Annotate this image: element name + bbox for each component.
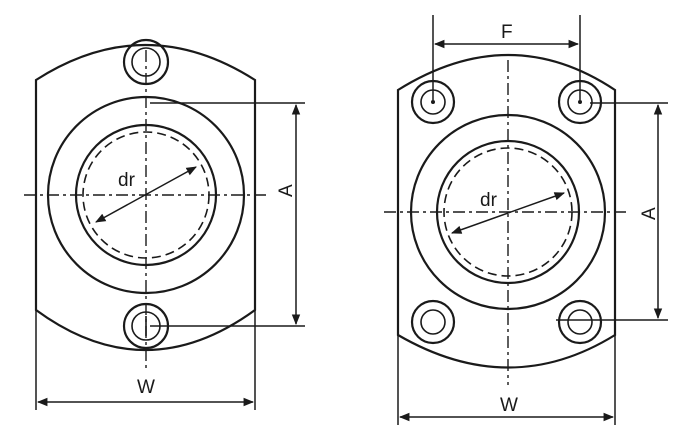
left-view: dr A W [24,38,305,410]
left-height-label: A [276,184,297,197]
right-hole-top-right-dot [578,100,582,104]
right-spacing-label: F [501,22,513,43]
right-width-label: W [500,395,518,416]
right-hole-bottom-right-inner [567,309,593,335]
right-diameter-arrow [451,192,565,234]
right-hole-bottom-right-outer [557,299,603,345]
left-diameter-label: dr [118,170,136,191]
right-hole-bottom-left-inner [420,309,446,335]
right-hole-bottom-left-outer [410,299,456,345]
left-diameter-arrow [95,166,197,223]
right-diameter-label: dr [480,190,498,211]
right-height-label: A [639,207,660,220]
left-width-label: W [137,377,155,398]
right-hole-top-left-dot [431,100,435,104]
right-view: dr F A W [384,15,668,425]
